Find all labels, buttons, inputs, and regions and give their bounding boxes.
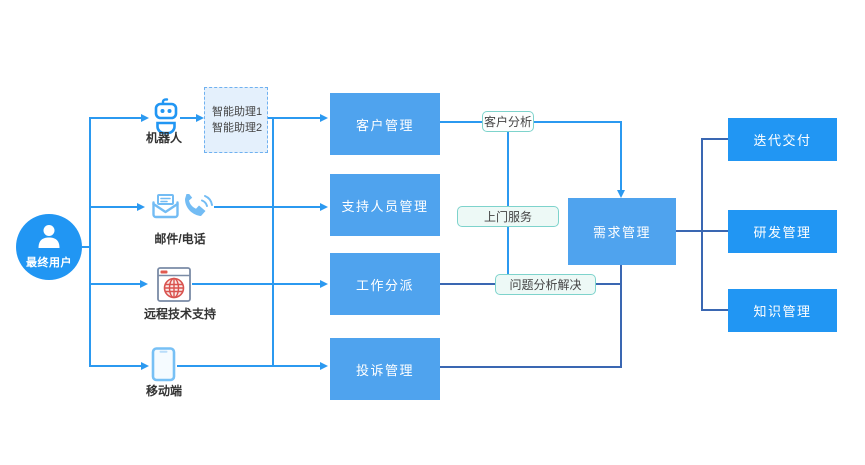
edge-label-onsite-service: 上门服务 xyxy=(457,206,559,227)
connector-customer-analysis-right xyxy=(534,121,622,123)
channel-label-mobile: 移动端 xyxy=(145,384,182,398)
connector-analysis-to-problem xyxy=(507,131,509,275)
arrowhead-into-customer-mgmt xyxy=(320,113,328,122)
connector-remote-dispatch xyxy=(192,283,321,285)
connector-to-robot xyxy=(89,117,142,119)
assistant-group-box: 智能助理1 智能助理2 xyxy=(204,87,268,153)
end-user-node: 最终用户 xyxy=(16,214,82,280)
module-support-staff-management-label: 支持人员管理 xyxy=(341,198,429,214)
connector-dispatch-problem xyxy=(440,283,495,285)
arrowhead-to-mobile xyxy=(141,361,149,370)
connector-down-to-demand xyxy=(620,121,622,191)
mobile-icon xyxy=(151,347,177,387)
end-user-label: 最终用户 xyxy=(26,257,72,269)
connector-to-remote xyxy=(89,283,141,285)
connector-output-bus xyxy=(701,138,703,311)
channel-label-mail-phone: 邮件/电话 xyxy=(154,232,206,246)
module-customer-management-label: 客户管理 xyxy=(355,117,414,133)
channel-label-robot: 机器人 xyxy=(145,131,182,145)
module-rnd-management: 研发管理 xyxy=(728,210,837,253)
assistant-2-label: 智能助理2 xyxy=(212,122,263,134)
module-work-dispatch: 工作分派 xyxy=(330,253,440,315)
module-work-dispatch-label: 工作分派 xyxy=(355,277,414,293)
connector-to-iteration xyxy=(701,138,728,140)
edge-label-problem-solving: 问题分析解决 xyxy=(495,274,596,295)
edge-label-problem-solving-text: 问题分析解决 xyxy=(509,278,582,292)
module-iteration-delivery: 迭代交付 xyxy=(728,118,837,161)
arrowhead-robot-assistant xyxy=(196,113,204,122)
arrowhead-to-robot xyxy=(141,113,149,122)
connector-user-trunk xyxy=(89,117,91,367)
arrowhead-to-mail xyxy=(137,202,145,211)
assistant-1-label: 智能助理1 xyxy=(212,106,263,118)
connector-complaint-demand xyxy=(440,366,622,368)
module-demand-management: 需求管理 xyxy=(568,198,676,265)
module-customer-management: 客户管理 xyxy=(330,93,440,155)
module-complaint-management: 投诉管理 xyxy=(330,338,440,400)
remote-browser-icon xyxy=(157,266,192,308)
connector-user-stub xyxy=(82,246,90,248)
person-icon xyxy=(36,224,62,253)
connector-to-mobile xyxy=(89,365,142,367)
module-rnd-management-label: 研发管理 xyxy=(753,225,812,240)
arrowhead-to-remote xyxy=(140,279,148,288)
connector-mobile-complaint xyxy=(177,365,321,367)
connector-customer-analysis-left xyxy=(440,121,482,123)
mail-phone-icon xyxy=(152,191,214,227)
edge-label-customer-analysis-text: 客户分析 xyxy=(483,115,532,129)
connector-mail-support xyxy=(214,206,321,208)
module-demand-management-label: 需求管理 xyxy=(592,225,651,240)
arrowhead-into-demand xyxy=(616,190,625,198)
connector-robot-assistant xyxy=(180,117,197,119)
connector-problem-demand xyxy=(596,283,622,285)
robot-icon xyxy=(149,97,183,142)
edge-label-customer-analysis: 客户分析 xyxy=(482,111,534,132)
connector-assistant-customer xyxy=(268,117,321,119)
module-iteration-delivery-label: 迭代交付 xyxy=(753,133,812,148)
module-support-staff-management: 支持人员管理 xyxy=(330,174,440,236)
connector-demand-bottom-bus xyxy=(620,265,622,368)
arrowhead-into-support-mgmt xyxy=(320,202,328,211)
module-knowledge-management-label: 知识管理 xyxy=(753,304,812,319)
channel-label-remote: 远程技术支持 xyxy=(143,307,216,321)
connector-channel-bus xyxy=(272,117,274,367)
connector-to-knowledge xyxy=(701,309,728,311)
module-knowledge-management: 知识管理 xyxy=(728,289,837,332)
arrowhead-into-dispatch xyxy=(320,279,328,288)
connector-to-mail xyxy=(89,206,138,208)
edge-label-onsite-service-text: 上门服务 xyxy=(483,210,532,224)
module-complaint-management-label: 投诉管理 xyxy=(355,362,414,378)
arrowhead-into-complaint xyxy=(320,361,328,370)
